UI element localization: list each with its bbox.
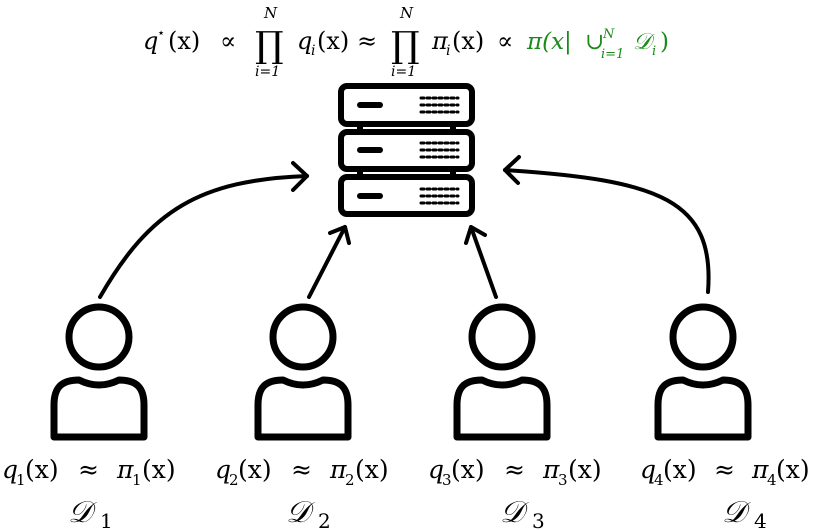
client-3-approximation: q 3 (x) ≈ π 3 (x) bbox=[428, 455, 602, 489]
posterior-open: π(x| bbox=[526, 29, 572, 55]
global-posterior: π(x| ∪ N i=1 𝒟 i ) bbox=[526, 27, 669, 62]
client-1-pi-arg: (x) bbox=[142, 455, 176, 484]
client-3-approx: ≈ bbox=[504, 455, 525, 484]
client-2-pi-sub: 2 bbox=[345, 471, 355, 489]
arrow-client-1 bbox=[98, 161, 309, 299]
client-3-q: q bbox=[428, 455, 444, 484]
client-2-q-sub: 2 bbox=[229, 471, 239, 489]
client-3-pi-arg: (x) bbox=[568, 455, 602, 484]
client-3-q-sub: 3 bbox=[442, 471, 452, 489]
formula-q-star: q bbox=[143, 27, 158, 55]
client-4-approx: ≈ bbox=[714, 455, 735, 484]
client-4-pi: π bbox=[751, 455, 769, 484]
client-4-pi-arg: (x) bbox=[776, 455, 810, 484]
formula-q-i: q bbox=[297, 27, 312, 55]
client-1-dataset-symbol: 𝒟 bbox=[68, 495, 97, 530]
client-4-dataset-sub: 4 bbox=[754, 509, 767, 530]
client-3-dataset: 𝒟 3 bbox=[500, 495, 545, 530]
client-1-dataset: 𝒟 1 bbox=[68, 495, 113, 530]
client-3-pi-sub: 3 bbox=[558, 471, 568, 489]
formula-product-1-lower: i=1 bbox=[255, 64, 280, 80]
formula-q-i-arg: (x) bbox=[317, 27, 349, 55]
posterior-union-lower: i=1 bbox=[601, 47, 624, 62]
client-4-approximation: q 4 (x) ≈ π 4 (x) bbox=[640, 455, 810, 489]
posterior-dataset: 𝒟 bbox=[633, 29, 656, 55]
posterior-union-upper: N bbox=[602, 27, 615, 42]
client-1-approx: ≈ bbox=[78, 455, 99, 484]
formula-propto-1: ∝ bbox=[220, 27, 236, 55]
user-icon bbox=[254, 303, 352, 441]
client-2-pi-arg: (x) bbox=[355, 455, 389, 484]
formula-propto-2: ∝ bbox=[497, 27, 513, 55]
arrow-client-3 bbox=[464, 225, 498, 299]
posterior-dataset-sub: i bbox=[652, 44, 656, 59]
server-icon bbox=[338, 83, 475, 217]
arrow-client-4 bbox=[503, 155, 711, 294]
client-4-q-sub: 4 bbox=[654, 471, 664, 489]
client-4-pi-sub: 4 bbox=[767, 471, 777, 489]
client-1-dataset-sub: 1 bbox=[100, 509, 113, 530]
client-3-dataset-sub: 3 bbox=[532, 509, 545, 530]
client-2-approximation: q 2 (x) ≈ π 2 (x) bbox=[215, 455, 389, 489]
formula-q-star-arg: (x) bbox=[168, 27, 200, 55]
posterior-union: ∪ bbox=[585, 29, 604, 55]
client-1-pi: π bbox=[116, 455, 134, 484]
formula-pi-i-sub: i bbox=[446, 43, 450, 59]
client-1-q-arg: (x) bbox=[25, 455, 59, 484]
posterior-close: ) bbox=[660, 29, 669, 55]
formula-product-2: ∏ bbox=[391, 25, 420, 66]
arrow-client-2 bbox=[307, 225, 351, 299]
formula-pi-i-arg: (x) bbox=[452, 27, 484, 55]
formula-product-2-lower: i=1 bbox=[391, 64, 416, 80]
formula-q-i-sub: i bbox=[311, 43, 315, 59]
client-4-dataset: 𝒟 4 bbox=[722, 495, 767, 530]
formula-product-1-upper: N bbox=[263, 4, 278, 22]
formula-pi-i: π bbox=[431, 27, 449, 55]
client-3-dataset-symbol: 𝒟 bbox=[500, 495, 529, 530]
formula-product-2-upper: N bbox=[399, 4, 414, 22]
client-1-approximation: q 1 (x) ≈ π 1 (x) bbox=[2, 455, 176, 489]
client-1-pi-sub: 1 bbox=[132, 471, 142, 489]
client-3-pi: π bbox=[542, 455, 560, 484]
client-1-q-sub: 1 bbox=[16, 471, 26, 489]
user-icon bbox=[453, 303, 551, 441]
formula-star: ⋆ bbox=[157, 26, 165, 41]
formula-product-1: ∏ bbox=[255, 25, 284, 66]
client-2-dataset-sub: 2 bbox=[318, 509, 331, 530]
formula-approx: ≈ bbox=[357, 27, 377, 55]
client-2-dataset: 𝒟 2 bbox=[286, 495, 331, 530]
client-2-dataset-symbol: 𝒟 bbox=[286, 495, 315, 530]
client-3-q-arg: (x) bbox=[451, 455, 485, 484]
client-2-pi: π bbox=[329, 455, 347, 484]
user-icon bbox=[654, 303, 752, 441]
client-2-approx: ≈ bbox=[291, 455, 312, 484]
client-4-q-arg: (x) bbox=[663, 455, 697, 484]
client-4-q: q bbox=[640, 455, 656, 484]
client-2-q: q bbox=[215, 455, 231, 484]
aggregation-formula: q ⋆ (x) ∝ ∏ N i=1 q i (x) ≈ ∏ N i=1 π i … bbox=[143, 4, 669, 80]
client-2-q-arg: (x) bbox=[238, 455, 272, 484]
client-4-dataset-symbol: 𝒟 bbox=[722, 495, 751, 530]
user-icon bbox=[50, 303, 148, 441]
client-1-q: q bbox=[2, 455, 18, 484]
